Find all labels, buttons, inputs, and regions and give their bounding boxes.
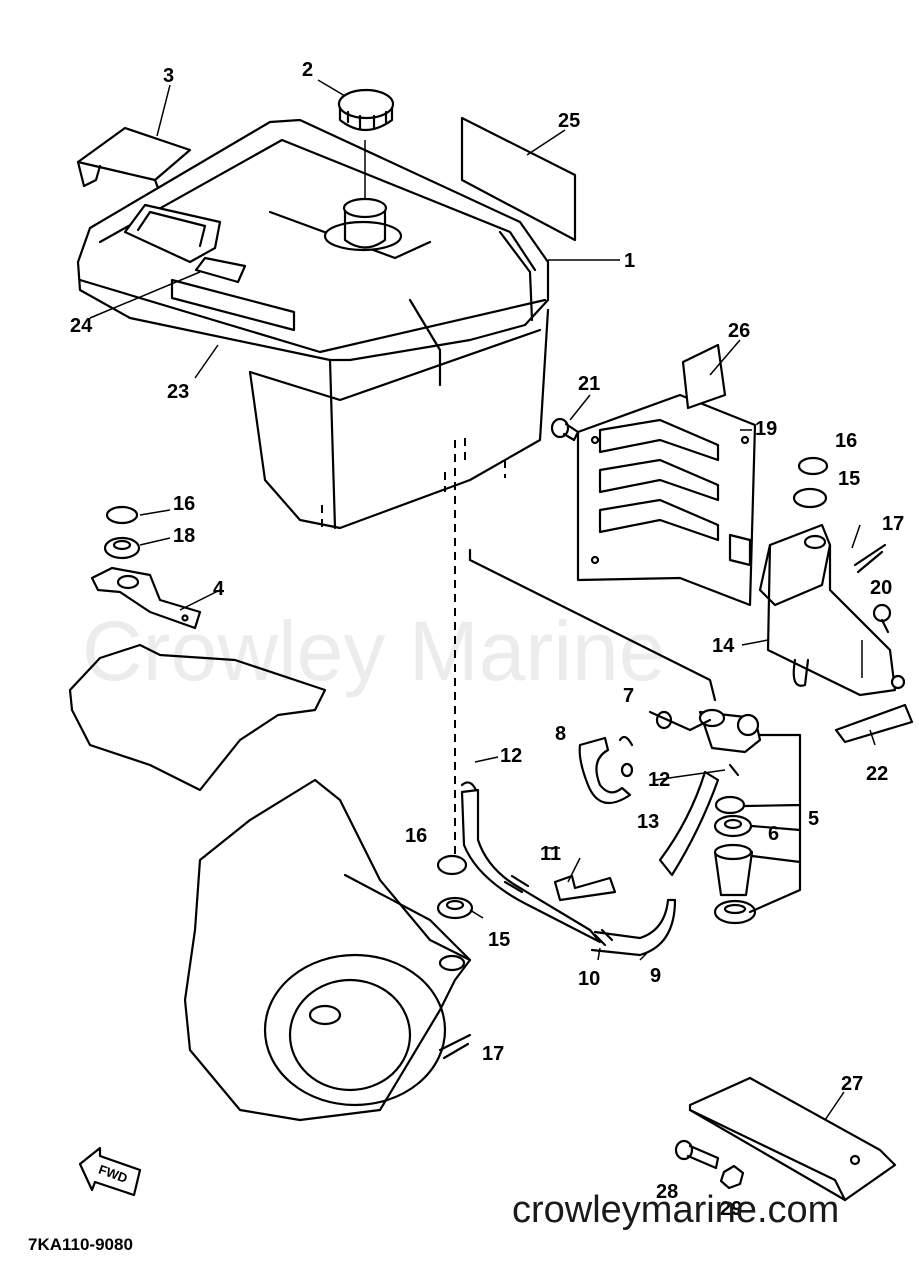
callout-28: 28 bbox=[656, 1181, 678, 1203]
shroud-plate bbox=[576, 393, 757, 607]
label-25 bbox=[460, 116, 577, 242]
callout-11: 11 bbox=[540, 843, 561, 865]
site-url: crowleymarine.com bbox=[512, 1189, 839, 1231]
callout-16-right: 16 bbox=[835, 430, 857, 452]
callout-15-lower: 15 bbox=[488, 929, 510, 951]
label-26 bbox=[681, 343, 727, 410]
callout-14: 14 bbox=[712, 635, 735, 657]
hose-9 bbox=[590, 898, 677, 957]
callout-19: 19 bbox=[755, 418, 777, 440]
callout-8: 8 bbox=[555, 723, 566, 745]
filler-cap bbox=[337, 88, 395, 249]
callout-20: 20 bbox=[870, 577, 892, 599]
cover-plate bbox=[68, 643, 327, 792]
callout-labels: 2 3 25 1 24 23 26 21 19 16 15 17 20 14 2… bbox=[70, 59, 904, 1220]
grommet-15 bbox=[792, 487, 828, 509]
callout-22: 22 bbox=[866, 763, 888, 785]
callout-18: 18 bbox=[173, 525, 195, 547]
clamp-11 bbox=[553, 874, 617, 902]
bolt-28 bbox=[674, 1139, 720, 1170]
callout-27: 27 bbox=[841, 1073, 863, 1095]
callout-26: 26 bbox=[728, 320, 750, 342]
callout-17-lower: 17 bbox=[482, 1043, 504, 1065]
callout-15-right: 15 bbox=[838, 468, 860, 490]
fan-housing bbox=[183, 778, 472, 1122]
callout-23: 23 bbox=[167, 381, 189, 403]
callout-1: 1 bbox=[624, 250, 635, 272]
hose-10 bbox=[460, 788, 602, 944]
leader-lines bbox=[89, 79, 876, 1121]
callout-3: 3 bbox=[163, 65, 174, 87]
callout-5: 5 bbox=[808, 808, 819, 830]
fwd-arrow-icon: FWD bbox=[78, 1146, 142, 1197]
bowl-ring bbox=[713, 899, 757, 925]
clip-13 bbox=[620, 762, 634, 778]
tank-cover bbox=[76, 126, 192, 190]
callout-12-left: 12 bbox=[500, 745, 522, 767]
bracket-14 bbox=[758, 523, 906, 697]
washer-16-left bbox=[105, 505, 139, 525]
bracket-5-lines bbox=[743, 733, 802, 914]
callout-16-left: 16 bbox=[173, 493, 195, 515]
cotter-pin-17 bbox=[853, 543, 887, 574]
callout-4: 4 bbox=[213, 578, 225, 600]
hose-right bbox=[658, 770, 720, 877]
clip-12-right bbox=[728, 763, 740, 777]
clip-12-upper bbox=[618, 735, 634, 747]
hose-joints bbox=[503, 874, 614, 947]
callout-9: 9 bbox=[650, 965, 661, 987]
label-22 bbox=[834, 703, 914, 744]
bracket-4 bbox=[90, 566, 202, 630]
washer-16-lower bbox=[436, 854, 468, 876]
callout-21: 21 bbox=[578, 373, 600, 395]
washer-16 bbox=[797, 456, 829, 476]
drawing-code: 7KA110-9080 bbox=[28, 1235, 133, 1254]
gasket-6 bbox=[713, 814, 753, 838]
oring-5 bbox=[714, 795, 746, 815]
callout-24: 24 bbox=[70, 315, 93, 337]
callout-25: 25 bbox=[558, 110, 580, 132]
callout-10: 10 bbox=[578, 968, 600, 990]
leader-cock bbox=[468, 548, 717, 702]
tool-bag bbox=[688, 1076, 897, 1202]
fuel-tank bbox=[76, 118, 550, 530]
grommet-18 bbox=[103, 536, 141, 560]
cotter-pin-17-lower bbox=[438, 1033, 472, 1060]
clip-12-left bbox=[460, 781, 478, 792]
callout-16-lower: 16 bbox=[405, 825, 427, 847]
fuel-cock bbox=[698, 708, 762, 754]
callout-13: 13 bbox=[637, 811, 659, 833]
bolt-20 bbox=[872, 603, 892, 634]
leader-cock-7 bbox=[648, 710, 712, 732]
filter-cup bbox=[713, 843, 754, 897]
nut-29 bbox=[719, 1164, 745, 1190]
callout-12-right: 12 bbox=[648, 769, 670, 791]
bolt-21 bbox=[550, 417, 580, 442]
hose-8 bbox=[578, 736, 632, 805]
callout-6: 6 bbox=[768, 823, 779, 845]
callout-2: 2 bbox=[302, 59, 313, 81]
callout-29: 29 bbox=[720, 1198, 742, 1220]
callout-7: 7 bbox=[623, 685, 634, 707]
callout-17-right: 17 bbox=[882, 513, 904, 535]
grommet-15-lower bbox=[436, 896, 474, 920]
